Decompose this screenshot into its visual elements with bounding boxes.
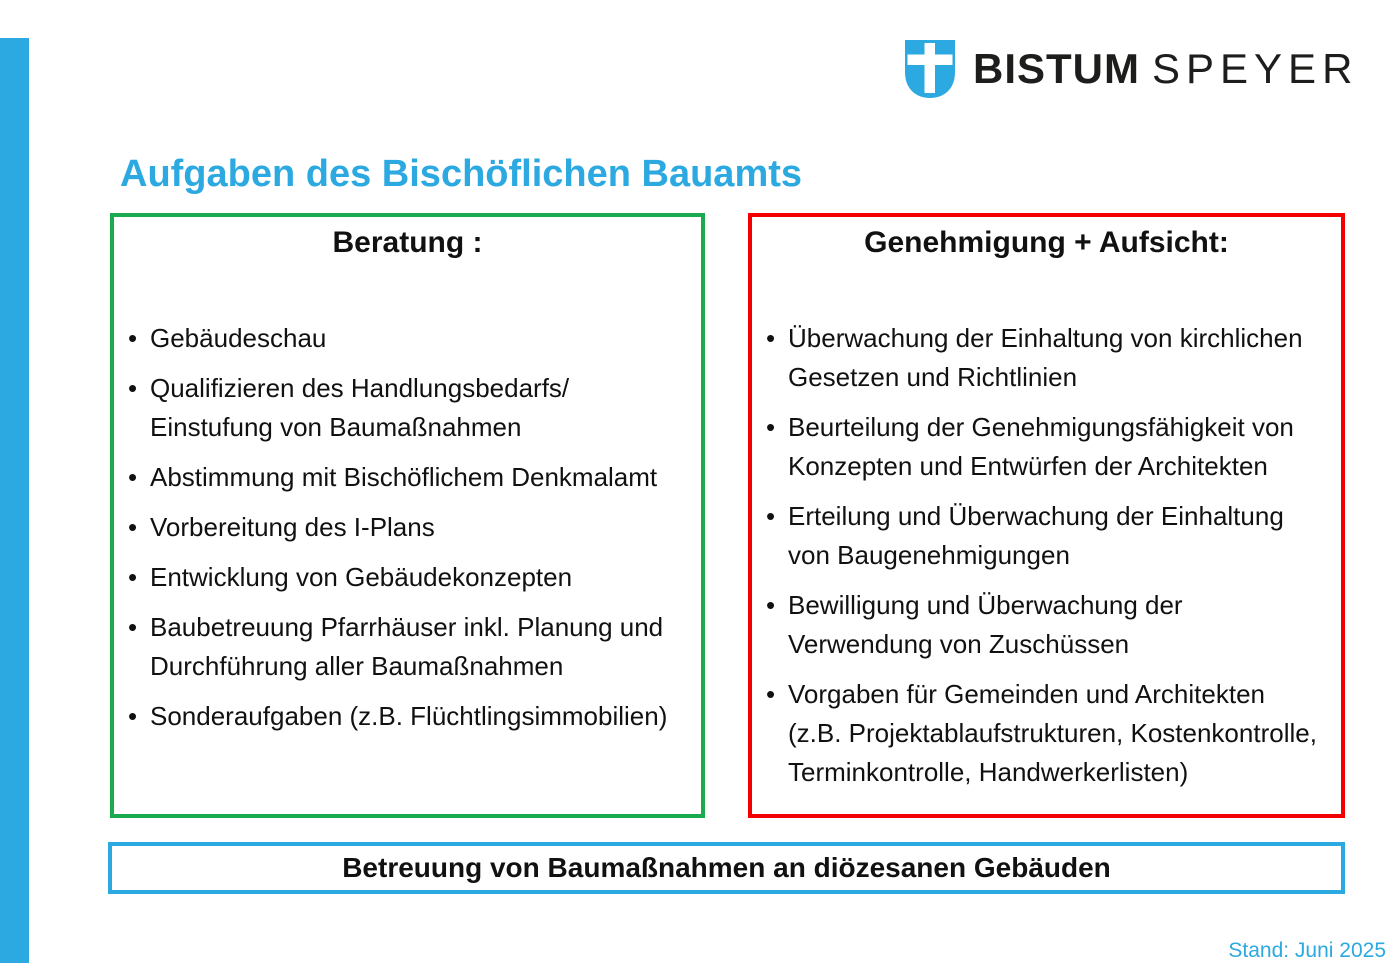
beratung-box-title: Beratung : [332,226,483,259]
list-item: Beurteilung der Genehmigungsfähigkeit vo… [764,408,1333,486]
list-item: Überwachung der Einhaltung von kirchlich… [764,319,1333,397]
list-item: Sonderaufgaben (z.B. Flüchtlingsimmobili… [126,697,693,736]
list-item: Erteilung und Überwachung der Einhaltung… [764,497,1333,575]
list-item: Bewilligung und Überwachung der Verwendu… [764,586,1333,664]
footer-banner-text: Betreuung von Baumaßnahmen an diözesanen… [342,852,1111,883]
page-title: Aufgaben des Bischöflichen Bauamts [120,153,803,196]
bistum-speyer-logo: BISTUM SPEYER [905,40,1358,98]
list-item: Vorbereitung des I-Plans [126,508,693,547]
list-item: Vorgaben für Gemeinden und Architekten (… [764,675,1333,792]
footer-banner: Betreuung von Baumaßnahmen an diözesanen… [108,842,1345,894]
genehmigung-box-title: Genehmigung + Aufsicht: [864,226,1229,259]
left-accent-bar [0,38,29,963]
list-item: Abstimmung mit Bischöflichem Denkmalamt [126,458,693,497]
list-item: Gebäudeschau [126,319,693,358]
list-item: Baubetreuung Pfarrhäuser inkl. Planung u… [126,608,693,686]
list-item: Entwicklung von Gebäudekonzepten [126,558,693,597]
genehmigung-aufsicht-box: Genehmigung + Aufsicht: Überwachung der … [748,213,1345,818]
list-item: Qualifizieren des Handlungsbedarfs/ Eins… [126,369,693,447]
genehmigung-bullet-list: Überwachung der Einhaltung von kirchlich… [764,319,1333,803]
brand-wordmark: BISTUM SPEYER [973,48,1358,90]
brand-speyer: SPEYER [1152,45,1359,92]
footnote-stand-date: Stand: Juni 2025 [1228,939,1386,962]
brand-bistum: BISTUM [973,45,1140,92]
beratung-box: Beratung : Gebäudeschau Qualifizieren de… [110,213,705,818]
shield-cross-icon [905,40,955,98]
beratung-bullet-list: Gebäudeschau Qualifizieren des Handlungs… [126,319,693,747]
